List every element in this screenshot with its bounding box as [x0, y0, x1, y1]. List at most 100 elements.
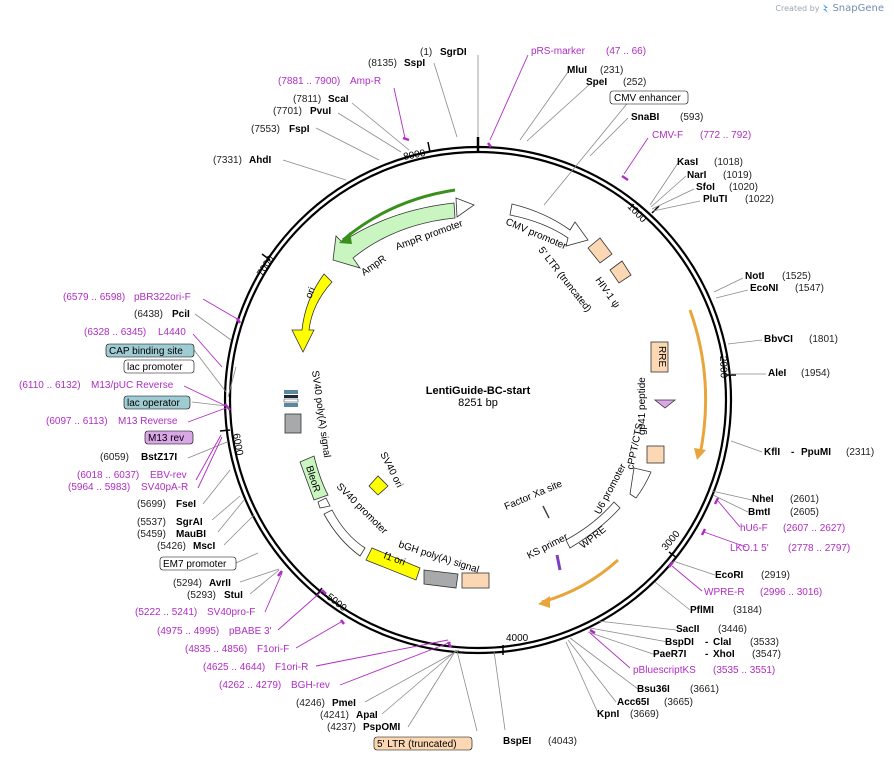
- ampr-label: AmpR: [359, 254, 388, 279]
- tick-mark-7000: [261, 253, 271, 261]
- enzyme-pos-ahdi: (7331): [213, 155, 242, 166]
- enzyme-pos-maubi: (5459): [137, 529, 166, 540]
- primer-name-f1ori-r: F1ori-R: [275, 662, 308, 673]
- enzyme-name-bspdi: BspDI: [665, 637, 694, 648]
- enzyme-name-maubi: MauBI: [176, 529, 206, 540]
- gp41-marker: [653, 399, 677, 409]
- enzyme-name-ppumi: PpuMI: [801, 447, 831, 458]
- primer-range-m13-puc-reverse: (6110 .. 6132): [19, 380, 81, 391]
- snapgene-logo-icon: [823, 4, 829, 13]
- enzyme-sep-bspdi: -: [705, 637, 708, 648]
- primer-range-l4440: (6328 .. 6345): [84, 327, 146, 338]
- credit-text: Created by: [775, 4, 820, 13]
- enzyme-name-kfli: KflI: [764, 447, 780, 458]
- sv40-ori-box: [368, 475, 389, 496]
- enzyme-pos-econi: (1547): [795, 283, 824, 294]
- primer-labels: pRS-marker (47 .. 66) CMV-F (772 .. 792)…: [19, 46, 850, 691]
- enzyme-pos-pvui: (7701): [273, 106, 302, 117]
- enzyme-pos-pmei: (4246): [296, 698, 325, 709]
- f1-ori-box: [365, 547, 421, 581]
- enzyme-name-sspi: SspI: [404, 58, 425, 69]
- label-leader-lines: [187, 55, 766, 732]
- enzyme-pos-alei: (1954): [801, 368, 830, 379]
- enzyme-name-clai: ClaI: [713, 637, 732, 648]
- enzyme-pos-pflmi: (3184): [733, 605, 762, 616]
- enzyme-pos-sacii: (3446): [718, 624, 747, 635]
- enzyme-pos-msci: (5426): [157, 541, 186, 552]
- enzyme-pos-kpni: (3669): [630, 709, 659, 720]
- tick-mark-8000: [427, 141, 431, 153]
- tick-mark-1000: [651, 205, 660, 214]
- tick-label-3000: 3000: [660, 528, 683, 552]
- rre-arc: [688, 309, 708, 456]
- enzyme-name-paer7i: PaeR7I: [653, 649, 687, 660]
- primer-range-f1ori-f: (4835 .. 4856): [185, 644, 247, 655]
- enzyme-pos-noti: (1525): [782, 271, 811, 282]
- primer-range-pbr322ori-f: (6579 .. 6598): [63, 292, 125, 303]
- wpre-arc: [541, 558, 620, 604]
- rre-arc-head: [694, 448, 706, 460]
- enzyme-name-pmei: PmeI: [332, 698, 356, 709]
- ori-arrow: [291, 273, 333, 353]
- enzyme-name-sfoi: SfoI: [696, 182, 715, 193]
- rre-label: RRE: [656, 346, 667, 367]
- enzyme-pos-fsei: (5699): [137, 499, 166, 510]
- enzyme-pos-paer7i: (3547): [752, 649, 781, 660]
- enzyme-name-pcii: PciI: [172, 309, 190, 320]
- enzyme-pos-nhei: (2601): [790, 494, 819, 505]
- cppt-box: [646, 445, 665, 464]
- factor-xa-label: Factor Xa site: [503, 478, 564, 512]
- enzyme-pos-pspomi: (4237): [327, 722, 356, 733]
- ampr-promoter-arrow: [455, 197, 475, 218]
- primer-range-hu6-f: (2607 .. 2627): [783, 523, 845, 534]
- primer-range-ebv-rev: (6018 .. 6037): [77, 470, 139, 481]
- box-lac-operator: [123, 395, 191, 410]
- enzyme-name-bbvci: BbvCI: [764, 334, 793, 345]
- primer-range-prs-marker: (47 .. 66): [606, 46, 646, 57]
- box-lac-promoter: [123, 359, 195, 374]
- u6-promoter-arrow: [629, 467, 652, 499]
- bleor-arrow: [299, 455, 329, 501]
- cppt-label: cPPT/CTS: [625, 422, 646, 471]
- enzyme-name-avrii: AvrII: [209, 578, 231, 589]
- primer-name-l4440: L4440: [158, 327, 186, 338]
- enzyme-pos-stui: (5293): [187, 590, 216, 601]
- enzyme-name-noti: NotI: [745, 271, 765, 282]
- sv40-promoter-arrow: [323, 509, 366, 557]
- primer-range-sv40pro-f: (5222 .. 5241): [135, 607, 197, 618]
- enzyme-name-nari: NarI: [687, 170, 707, 181]
- primer-markers: [224, 136, 720, 648]
- enzyme-name-sgrdi: SgrDI: [440, 47, 467, 58]
- tick-mark-5000: [315, 587, 323, 597]
- enzyme-pos-fspi: (7553): [251, 124, 280, 135]
- box-cap-binding-site-text: CAP binding site: [109, 346, 183, 357]
- primer-range-pbluescriptks: (3535 .. 3551): [713, 665, 775, 676]
- box-em7-promoter-text: EM7 promoter: [163, 559, 227, 570]
- primer-name-hu6-f: hU6-F: [740, 523, 768, 534]
- primer-name-lko1: LKO.1 5': [730, 543, 769, 554]
- sv40-polya-label: SV40 poly(A) signal: [309, 370, 332, 459]
- primer-name-sv40pro-f: SV40pro-F: [207, 607, 255, 618]
- enzyme-pos-pcii: (6438): [134, 309, 163, 320]
- enzyme-name-bspei: BspEI: [503, 736, 532, 747]
- enzyme-pos-scai: (7811): [293, 94, 321, 105]
- credit: Created by SnapGene: [775, 3, 884, 14]
- tick-mark-3000: [668, 551, 678, 559]
- box-em7-promoter: [159, 556, 237, 571]
- enzyme-sep-kfli: -: [791, 447, 794, 458]
- primer-name-pbluescriptks: pBluescriptKS: [633, 665, 696, 676]
- ampr-arrow: [332, 202, 456, 269]
- enzyme-pos-pluti: (1022): [745, 194, 774, 205]
- primer-range-f1ori-r: (4625 .. 4644): [203, 662, 265, 673]
- box-cmv-enhancer: [609, 90, 689, 105]
- plasmid-size: 8251 bp: [458, 397, 498, 409]
- enzyme-pos-bspdi: (3533): [750, 637, 779, 648]
- primer-range-pbabe3: (4975 .. 4995): [157, 626, 219, 637]
- enzyme-pos-mlui: (231): [600, 65, 623, 76]
- tick-label-1000: 1000: [625, 201, 649, 225]
- enzyme-sep-paer7i: -: [705, 649, 708, 660]
- gray-box-bgh: [423, 569, 459, 589]
- primer-name-wpre-r: WPRE-R: [704, 587, 745, 598]
- enzyme-pos-bstz17i: (6059): [100, 452, 129, 463]
